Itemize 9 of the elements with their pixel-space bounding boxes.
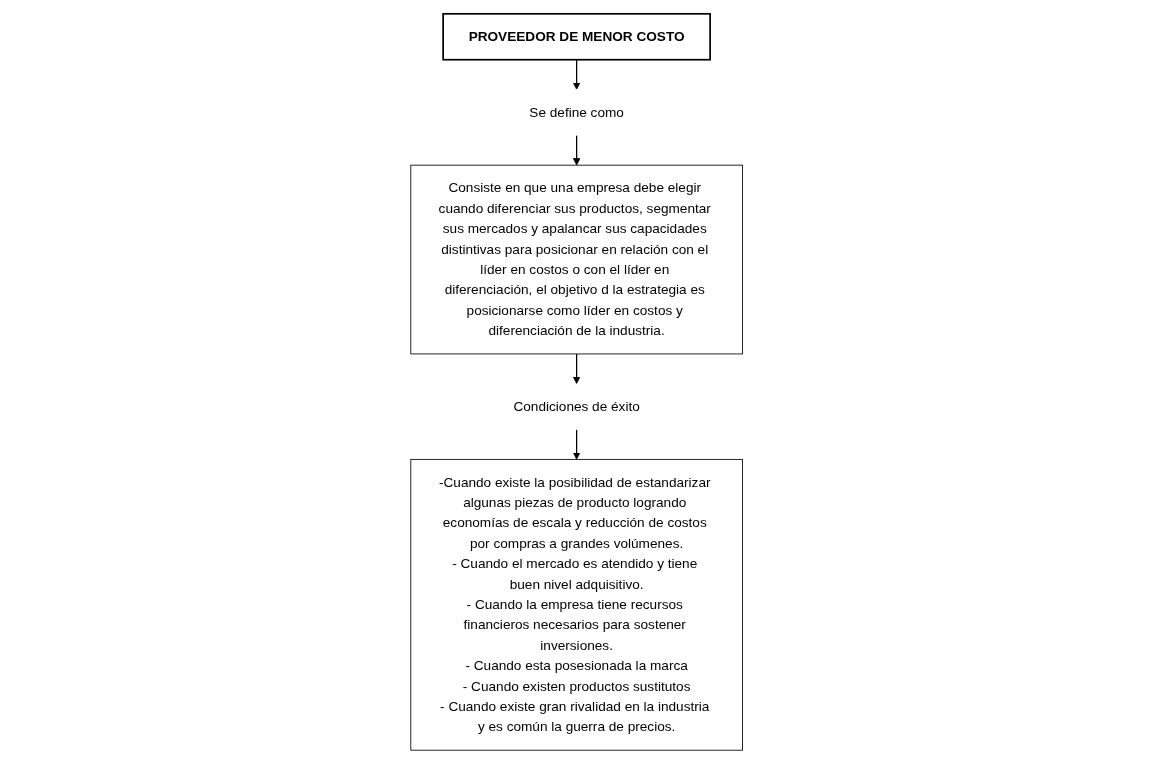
node-box: -Cuando existe la posibilidad de estandarizar algunas piezas de producto logrando economías de escala y reducción de costos por compras a grandes volúmenes. - Cuando el mercado es atendido y tiene buen nivel adquisitivo. - Cuando la empresa tiene recursos financieros necesarios para sostener inversiones. - Cuando esta posesionada la marca - Cuando existen productos sustitutos - Cuando existe gran rivalidad en la industria y es común la guerra de precios.: [410, 458, 744, 751]
node-text: Se define como: [529, 104, 625, 120]
node-text: Condiciones de éxito: [513, 399, 641, 414]
arrow: [573, 134, 581, 166]
node-box: Consiste en que una empresa debe elegir cuando diferenciar sus productos, segmentar sus mercados y apalancar sus capacidades distintivas para posicionar en relación con el líder en costos o con el líder en diferenciación, el objetivo d la estrategia es posicionarse como líder en costos y diferenciación de la industria.: [410, 164, 744, 355]
arrow: [573, 353, 581, 385]
node-box: PROVEEDOR DE MENOR COSTO: [442, 12, 712, 61]
arrow: [573, 59, 581, 90]
arrow: [573, 429, 581, 460]
